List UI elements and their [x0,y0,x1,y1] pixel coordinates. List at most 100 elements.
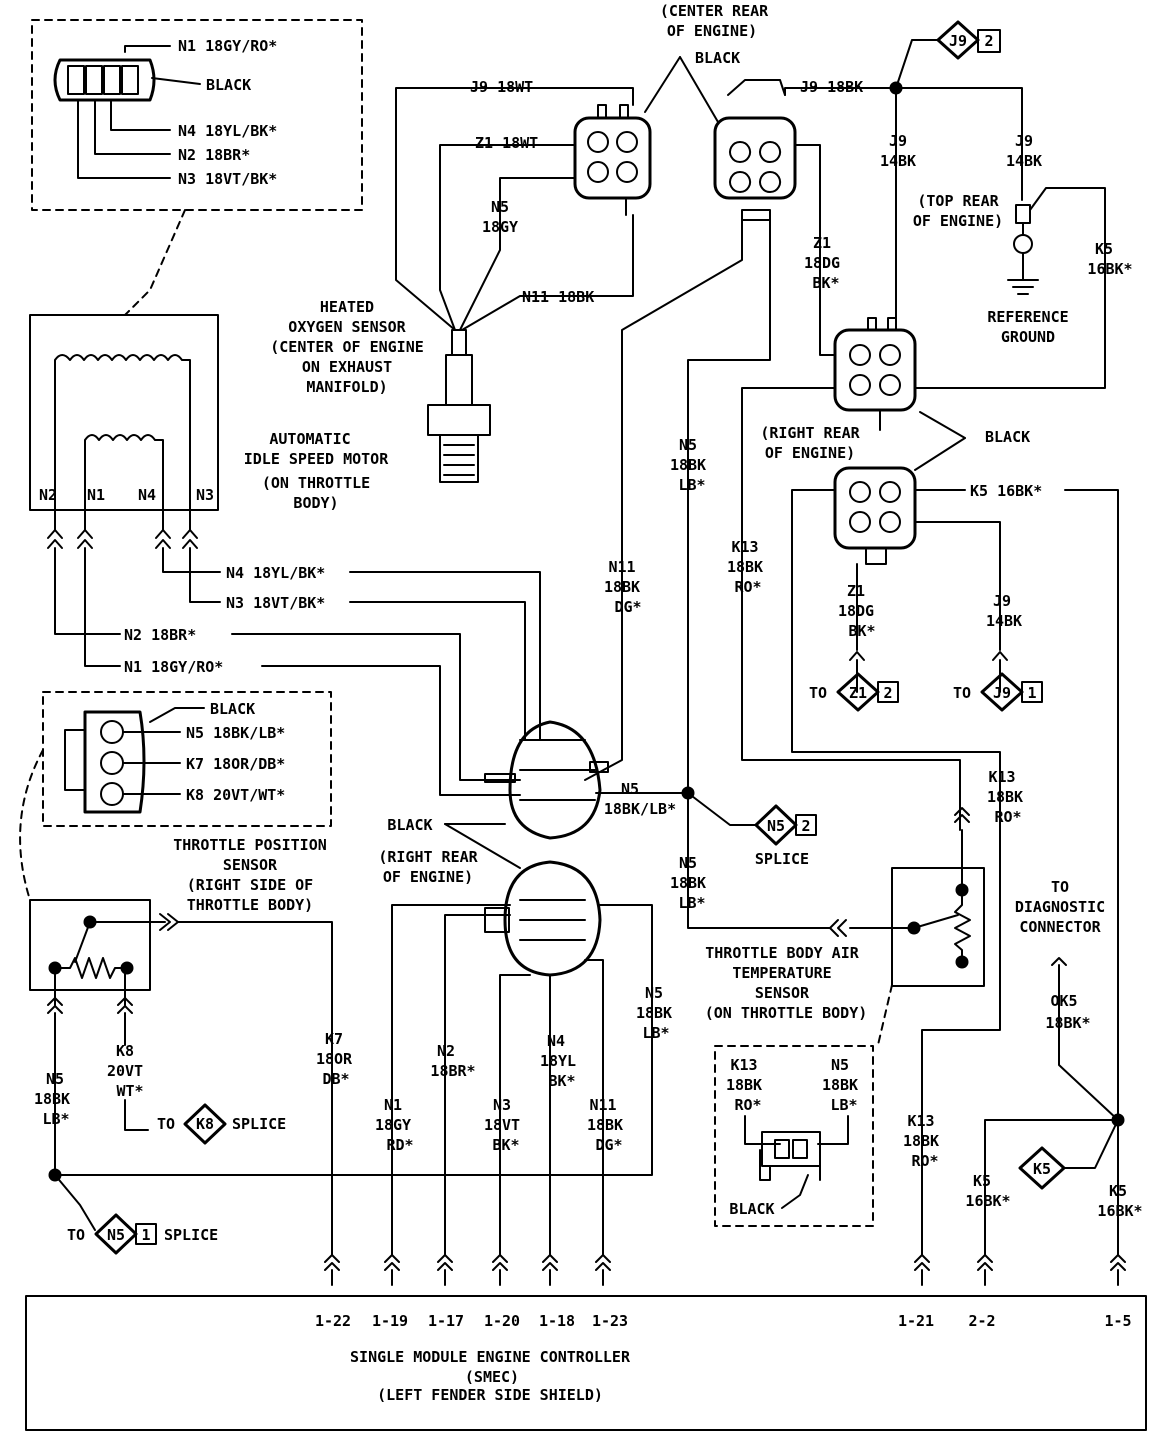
reference-ground-2: GROUND [1001,328,1055,346]
k13-mid-1: K13 [731,538,758,556]
k13-low-1: K13 [907,1112,934,1130]
center-rear-black: BLACK [695,49,740,67]
n2-wire-label: N2 18BR* [124,626,196,644]
n5-1-code: N5 [107,1226,125,1244]
throttle-position-sensor: THROTTLE POSITION SENSOR (RIGHT SIDE OF … [29,836,353,1256]
z1-2-to: TO [809,684,827,702]
iac-inset-pin-n4: N4 18YL/BK* [178,122,277,140]
j9-14bk-a-2: 14BK [880,152,916,170]
smec-controller: 1-22 1-19 1-17 1-20 1-18 1-23 1-21 2-2 1… [25,1295,1147,1431]
n11-v-2: 18BK [587,1116,623,1134]
o2-sensor-wires: J9 18WT Z1 18WT N5 18GY N11 18BK [395,78,634,331]
n4-v-2: 18YL [540,1052,576,1070]
tps-k8-2: 20VT [107,1062,143,1080]
smec-pin-1-20: 1-20 [484,1312,520,1330]
n2-v-2: 18BR* [430,1062,475,1080]
iac-connector-inset: N1 18GY/RO* BLACK N4 18YL/BK* N2 18BR* N… [31,19,363,316]
n11-v-1: N11 [589,1096,616,1114]
tps-label-1: THROTTLE POSITION [173,836,327,854]
j9-14bk-b-2: 14BK [1006,152,1042,170]
ok5-1: OK5 [1050,992,1077,1010]
iat-inset-k13-1: K13 [730,1056,757,1074]
n5-lower-3: LB* [678,894,705,912]
j9-bk-wiring: J9 18BK J9 2 J9 14BK J9 14BK (TOP REAR O… [784,20,1133,389]
smec-pin-1-22: 1-22 [315,1312,351,1330]
k8-splice: SPLICE [232,1115,286,1133]
j9-bk-label: J9 18BK [800,78,863,96]
z1-dg-3: BK* [812,274,839,292]
smec-label-3: (LEFT FENDER SIDE SHIELD) [377,1386,603,1404]
iat-label-2: TEMPERATURE [732,964,831,982]
n1-wire-label: N1 18GY/RO* [124,658,223,676]
n3-v-3: BK* [492,1136,519,1154]
n1-v-2: 18GY [375,1116,411,1134]
n11-mid-3: DG* [614,598,641,616]
n11-mid-2: 18BK [604,578,640,596]
k13-low-2: 18BK [903,1132,939,1150]
smec-pin-2-2: 2-2 [968,1312,995,1330]
iat-inset-n5-2: 18BK [822,1076,858,1094]
tps-inset-pin-2: K7 18OR/DB* [186,755,285,773]
z1-lower-2: 18DG [838,602,874,620]
smec-pin-1-5: 1-5 [1104,1312,1131,1330]
right-rear-lower-wires: K5 16BK* J9 14BK TO J9 1 Z1 18DG BK* TO … [791,482,1119,1256]
j9-14bk-b-1: J9 [1015,132,1033,150]
smec-label-1: SINGLE MODULE ENGINE CONTROLLER [350,1348,631,1366]
k7-2: 18OR [316,1050,353,1068]
o2-label-2: OXYGEN SENSOR [288,318,406,336]
tps-connector-inset: BLACK N5 18BK/LB* K7 18OR/DB* K8 20VT/WT… [19,691,332,901]
center-rear-connector-left [573,104,652,216]
j9-lower-1: J9 [993,592,1011,610]
k8-to: TO [157,1115,175,1133]
iat-inset-k13-3: RO* [734,1096,761,1114]
iac-pin-n4: N4 [138,486,156,504]
o2-sensor: HEATED OXYGEN SENSOR (CENTER OF ENGINE O… [270,298,491,483]
iat-label-3: SENSOR [755,984,810,1002]
center-rear-connector-right [713,79,797,221]
tps-k8-1: K8 [116,1042,134,1060]
iat-inset-k13-2: 18BK [726,1076,762,1094]
n5-1-page: 1 [141,1226,150,1244]
iac-motor-label-3: (ON THROTTLE [262,474,370,492]
center-rear-labels: (CENTER REAR OF ENGINE) BLACK [644,2,769,123]
k7-1: K7 [325,1030,343,1048]
k13-iat-1: K13 [988,768,1015,786]
iac-wires: N4 18YL/BK* N3 18VT/BK* N2 18BR* N1 18GY… [47,509,541,796]
ok5-2: 18BK* [1045,1014,1090,1032]
k5-right-label: K5 16BK* [970,482,1042,500]
iac-pin-n1: N1 [87,486,105,504]
right-rear-labels: (RIGHT REAR OF ENGINE) BLACK [760,411,1030,471]
z1-2-page: 2 [883,684,892,702]
rr-bottom-black: BLACK [387,816,432,834]
n11-bk-o2-label: N11 18BK [522,288,594,306]
n5-gy-label-1: N5 [491,198,509,216]
iac-inset-pin-n2: N2 18BR* [178,146,250,164]
reference-ground-1: REFERENCE [987,308,1068,326]
z1-lower-3: BK* [848,622,875,640]
iat-sensor: K13 18BK RO* THROTTLE BODY AIR TEMPERATU… [705,768,1023,1046]
k7-3: DB* [322,1070,349,1088]
iac-motor-label-1: AUTOMATIC [269,430,350,448]
smec-pin-1-19: 1-19 [372,1312,408,1330]
tps-label-3: (RIGHT SIDE OF [187,876,313,894]
center-rear-label-2: OF ENGINE) [667,22,757,40]
iac-inset-pin-n1: N1 18GY/RO* [178,37,277,55]
n4-wire-label: N4 18YL/BK* [226,564,325,582]
iat-inset-black: BLACK [729,1200,774,1218]
diag-label-2: DIAGNOSTIC [1015,898,1105,916]
tps-label-4: THROTTLE BODY) [187,896,313,914]
iat-label-1: THROTTLE BODY AIR [705,944,859,962]
n5-v-3: LB* [642,1024,669,1042]
iac-motor-label-4: BODY) [293,494,338,512]
n5-mid-3: LB* [678,476,705,494]
k8-code: K8 [196,1115,214,1133]
tps-inset-pin-3: K8 20VT/WT* [186,786,285,804]
right-side-wires: K13 18BK RO* TO DIAGNOSTIC CONNECTOR OK5… [903,878,1143,1256]
j9-lower-2: 14BK [986,612,1022,630]
right-rear-connector-upper [833,317,917,431]
k13-mid-3: RO* [734,578,761,596]
z1-18dg-wiring: Z1 18DG BK* [794,144,840,356]
smec-pin-1-18: 1-18 [539,1312,575,1330]
tps-n5-3: LB* [42,1110,69,1128]
n5-mid-2: 18BK [670,456,706,474]
